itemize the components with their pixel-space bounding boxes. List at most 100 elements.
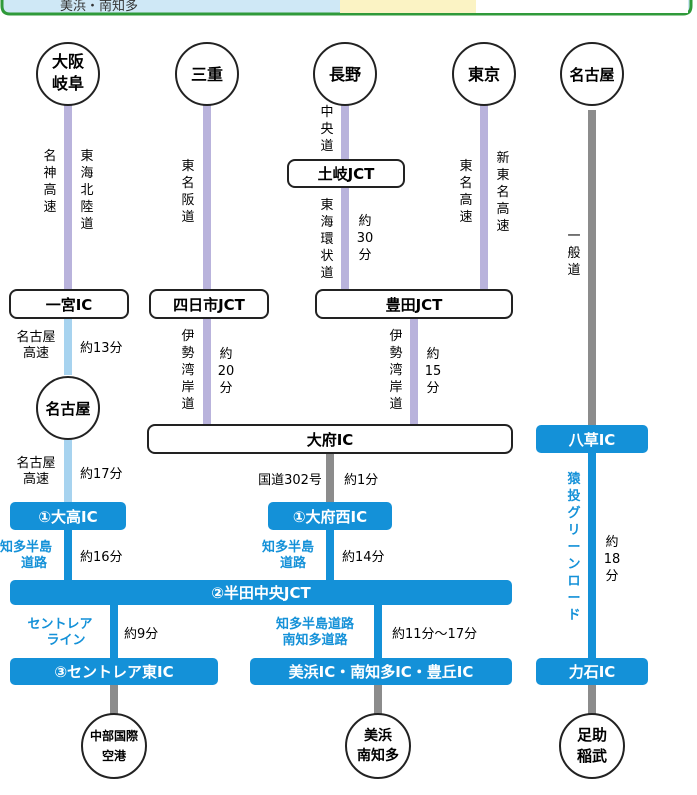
road-name-char: 速 (459, 210, 472, 225)
road-name-line: 南知多道路 (282, 632, 348, 648)
road-chita-minami: 知多半島道路 南知多道路 (276, 616, 355, 648)
road-name-line: 名古屋 (16, 455, 55, 471)
junction-label: ①大府西IC (293, 508, 367, 526)
road-name-char: 速 (43, 200, 56, 215)
road-name-char: 央 (320, 122, 333, 137)
time-char: 15 (425, 364, 442, 379)
road-name-char: 道 (567, 263, 580, 278)
road-name-char: 勢 (181, 346, 194, 361)
time-handa-mihama: 約11分～17分 (392, 627, 477, 642)
junction-yokkaichi: 四日市JCT (149, 289, 269, 319)
banner-frame (0, 0, 693, 16)
road-name-char: グ (567, 505, 580, 521)
road-name-char: 陸 (80, 199, 93, 215)
road-name-char: 岸 (389, 380, 402, 395)
road-tokai-kanjo: 東 海 環 状 道 (320, 197, 333, 281)
road-name-char: 湾 (389, 362, 402, 378)
time-char: 分 (426, 381, 439, 396)
road-name-char: 東 (181, 158, 194, 174)
junction-label: ③セントレア東IC (54, 663, 173, 681)
junction-mihama-ic: 美浜IC・南知多IC・豊丘IC (250, 658, 512, 685)
road-name-char: 東 (320, 197, 333, 213)
junction-obu-nishi: ①大府西IC (268, 502, 392, 530)
time-ichinomiya-nagoya: 約13分 (80, 341, 123, 356)
origin-osaka-gifu: 大阪 岐阜 (36, 42, 100, 106)
road-name-line: 名古屋 (16, 329, 55, 345)
road-name-char: 名 (181, 175, 194, 191)
time-obu-obunishi: 約1分 (344, 473, 378, 488)
destination-circle (81, 713, 147, 779)
junction-box (10, 580, 512, 605)
road-name-char: ロ (567, 574, 580, 589)
destination-chubu-airport: 中部国際 空港 (81, 713, 147, 779)
destination-label: 空港 (102, 748, 127, 763)
road-name-char: 北 (80, 183, 93, 198)
banner-text: 美浜・南知多 (60, 0, 138, 14)
destination-circle (345, 713, 411, 779)
road-name-char: ド (567, 608, 580, 623)
banner-highlight (340, 0, 476, 13)
road-name-char: 道 (80, 217, 93, 232)
road-name-char: 道 (181, 397, 194, 412)
origin-circle (175, 42, 239, 106)
junction-label: 四日市JCT (173, 296, 246, 314)
time-char: 約 (358, 214, 371, 229)
origin-circle (36, 376, 100, 440)
road-name-line: 知多半島道路 (276, 616, 355, 632)
time-char: 分 (219, 381, 232, 396)
time-handa-centrair: 約9分 (124, 627, 158, 642)
road-name-char: 伊 (389, 329, 402, 344)
road-name-line: 高速 (23, 345, 49, 361)
junction-box (315, 289, 513, 319)
junction-label: 美浜IC・南知多IC・豊丘IC (289, 663, 474, 681)
road-name-char: 道 (320, 266, 333, 281)
banner-white-panel (476, 0, 688, 13)
road-chuo: 中 央 道 (320, 105, 333, 154)
time-toki-toyota: 約 30 分 (357, 214, 374, 263)
origin-mie: 三重 (175, 42, 239, 106)
destination-label: 美浜 (364, 727, 392, 744)
road-name-char: 高 (496, 201, 509, 217)
destination-mihama: 美浜 南知多 (345, 713, 411, 779)
junction-yakusa: 八草IC (536, 425, 648, 453)
junction-ichinomiya: 一宮IC (9, 289, 129, 319)
time-char: 18 (604, 552, 621, 567)
destination-circle (559, 713, 625, 779)
origin-label: 東京 (468, 65, 500, 84)
road-name-line: ライン (46, 633, 85, 648)
junction-toki: 土岐JCT (287, 159, 405, 188)
junction-box (147, 424, 513, 454)
junction-box (287, 159, 405, 188)
road-name-char: ー (567, 540, 580, 555)
time-char: 分 (358, 248, 371, 263)
road-name-char: 湾 (181, 362, 194, 378)
road-name-char: 高 (43, 182, 56, 198)
road-name-char: 状 (320, 249, 333, 264)
junction-label: 大府IC (307, 431, 354, 449)
time-otaka-handa: 約16分 (80, 550, 123, 565)
road-name-char: 名 (496, 184, 509, 200)
origin-circle (452, 42, 516, 106)
road-national-302: 国道302号 (258, 473, 322, 488)
road-name-char: 岸 (181, 380, 194, 395)
destination-label: 足助 (577, 726, 607, 744)
time-char: 約 (426, 347, 439, 362)
junction-box (10, 658, 218, 685)
road-chita-hanto-2: 知多半島 道路 (262, 539, 314, 571)
junction-label: ①大高IC (38, 508, 97, 526)
road-name-char: 中 (320, 105, 333, 120)
junction-box (268, 502, 392, 530)
road-name-line: 知多半島 (262, 539, 314, 555)
road-nagoya-exp-1: 名古屋 高速 (16, 329, 55, 361)
junction-handa: ②半田中央JCT (10, 580, 512, 605)
origin-nagano: 長野 (313, 42, 377, 106)
road-name-char: 投 (567, 488, 580, 504)
junction-label: 一宮IC (46, 296, 93, 314)
road-sanage: 猿 投 グ リ ー ン ロ ー ド (566, 471, 581, 623)
time-obunishi-handa: 約14分 (342, 550, 385, 565)
top-banner: 美浜・南知多 (0, 0, 693, 16)
road-shin-tomei: 新 東 名 高 速 (496, 150, 509, 234)
origin-nagoya-mid: 名古屋 (36, 376, 100, 440)
road-name-char: 名 (459, 175, 472, 191)
